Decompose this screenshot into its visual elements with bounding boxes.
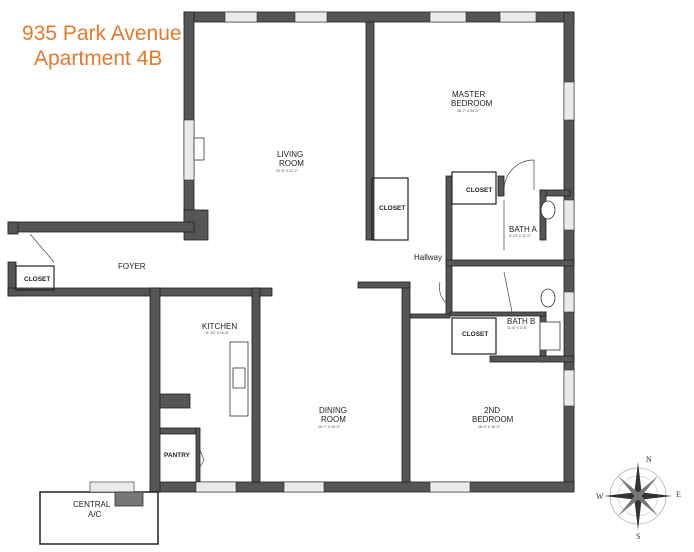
door-pantry <box>195 439 205 475</box>
wall-core-b <box>445 259 575 267</box>
window <box>563 369 575 407</box>
label-kitchen: KITCHEN <box>202 322 238 331</box>
closet-second <box>451 317 497 355</box>
closet-outlines <box>15 171 497 355</box>
label-living-1: LIVING <box>277 150 304 159</box>
label-dining-2: ROOM <box>321 415 346 424</box>
label-bath-a: BATH A <box>509 225 537 234</box>
wall-second-top <box>449 311 547 317</box>
window <box>429 481 471 493</box>
wall-foyer-closet-bottom <box>7 287 273 297</box>
title-address: 935 Park Avenue <box>22 22 182 45</box>
compass-n: N <box>646 455 652 464</box>
closet-master <box>451 171 497 205</box>
door-bath-b <box>503 271 513 313</box>
label-bath-b: BATH B <box>507 317 536 326</box>
wall-core-a <box>445 175 453 315</box>
wall-dining-top-right <box>357 281 411 289</box>
wall-kitchen-stub <box>159 393 191 409</box>
label-living-2: ROOM <box>279 159 304 168</box>
label-bath-a-dims: 3'-10" X 11'-0" <box>509 234 531 238</box>
fireplace <box>193 137 205 161</box>
wall-core-d <box>409 313 451 319</box>
label-closet-second: CLOSET <box>462 331 489 338</box>
label-dining-dims: 19'-7" X 24'-0" <box>318 425 341 429</box>
label-living-dims: 22'-5" X 22'-2" <box>276 169 299 173</box>
wall-core-c <box>497 175 505 197</box>
compass-w: W <box>596 492 604 501</box>
wall-pantry-right <box>195 427 201 483</box>
label-closet-master: CLOSET <box>466 187 493 194</box>
door-foyer-closet <box>29 233 55 263</box>
window <box>294 11 328 23</box>
label-pantry: PANTRY <box>164 452 190 459</box>
door-swings <box>29 159 535 475</box>
label-foyer: FOYER <box>118 262 146 271</box>
wall-dining-right <box>401 281 411 483</box>
wall-living-master <box>365 21 375 241</box>
label-closet-living: CLOSET <box>379 205 406 212</box>
label-hallway: Hallway <box>414 253 443 262</box>
windows <box>89 11 575 493</box>
wall-foyer-left <box>7 221 19 235</box>
wall-kitchen-dining <box>251 287 261 483</box>
window <box>499 11 537 23</box>
toilet-b <box>540 288 556 308</box>
label-kitchen-dims: 11'-10" X 10'-8" <box>205 331 229 335</box>
wall-pantry-top <box>159 427 197 435</box>
window <box>563 81 575 121</box>
closet-foyer <box>15 265 55 291</box>
door-hall <box>439 281 451 307</box>
wall-bath-b-bottom <box>489 355 575 363</box>
label-second-dims: 16'-2" X 16'-0" <box>478 425 501 429</box>
window <box>563 199 575 231</box>
tub-b <box>539 321 561 351</box>
closet-living <box>371 177 409 241</box>
window <box>224 11 258 23</box>
ac-unit <box>114 491 144 507</box>
walls <box>7 11 575 545</box>
label-master-1: MASTER <box>452 90 486 99</box>
window <box>89 481 135 493</box>
label-second-1: 2ND <box>484 406 501 415</box>
wall-foyer-top <box>7 221 195 233</box>
window <box>283 481 325 493</box>
window <box>563 291 575 313</box>
wall-kitchen-left <box>149 287 161 493</box>
window <box>429 11 467 23</box>
toilet-a <box>540 200 556 220</box>
compass-e: E <box>676 490 681 499</box>
window <box>195 481 237 493</box>
door-master <box>503 159 535 191</box>
label-ac-2: A/C <box>88 510 102 519</box>
label-closet-foyer: CLOSET <box>24 276 51 283</box>
label-bath-b-dims: 11'-6" X 3'-8" <box>507 326 527 330</box>
label-second-2: BEDROOM <box>472 415 514 424</box>
title-apartment: Apartment 4B <box>34 47 163 70</box>
fixtures <box>114 137 561 507</box>
label-ac-1: CENTRAL <box>73 500 111 509</box>
label-master-dims: 16'-7" X 24'-0" <box>457 109 480 113</box>
compass-s: S <box>636 532 641 541</box>
compass-rose <box>604 462 672 530</box>
label-master-2: BEDROOM <box>451 99 493 108</box>
sink-kitchen <box>232 367 246 389</box>
window <box>183 119 195 181</box>
label-dining-1: DINING <box>319 406 347 415</box>
